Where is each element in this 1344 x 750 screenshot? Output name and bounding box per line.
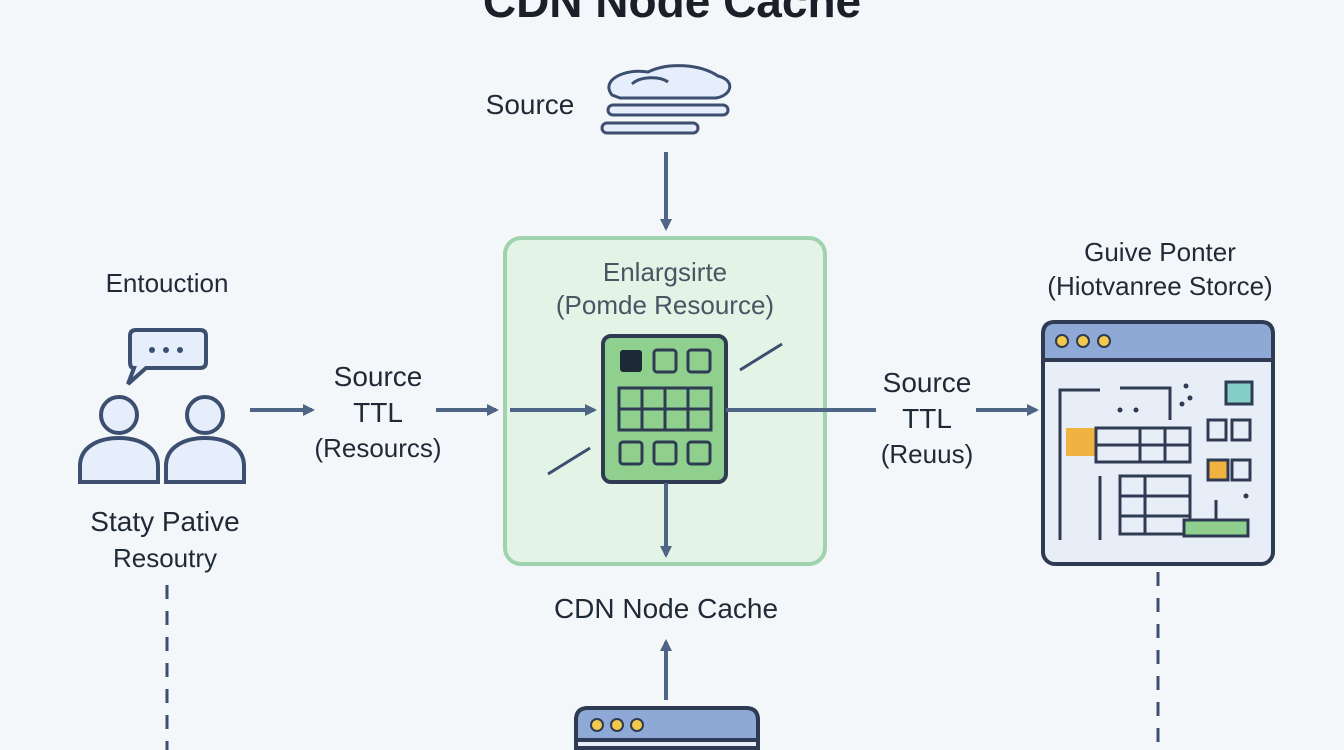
- right-arrow-label-line1: Source: [882, 367, 972, 398]
- left-bottom-line2: Resoutry: [112, 543, 218, 573]
- cdn-node-cache-label: CDN Node Cache: [553, 593, 779, 624]
- cache-grid-icon: [601, 334, 728, 484]
- cache-box-line2: (Pomde Resource): [555, 290, 775, 320]
- users-icon: [78, 395, 246, 484]
- left-arrow-label-line1: Source: [333, 361, 423, 392]
- source-top-label: Source: [485, 89, 575, 120]
- bottom-window-icon: [574, 706, 760, 750]
- right-arrow-label-line3: (Reuus): [880, 439, 974, 469]
- left-arrow-label-line2: TTL: [353, 397, 403, 428]
- cloud-icon: [600, 64, 732, 135]
- right-group-line2: (Hiotvanree Storce): [1047, 271, 1273, 301]
- diagram-title: CDN Node Cache: [482, 0, 862, 27]
- right-group-line1: Guive Ponter: [1084, 237, 1236, 267]
- left-arrow-label-line3: (Resourcs): [314, 433, 442, 463]
- cache-box-line1: Enlargsirte: [602, 257, 728, 287]
- left-top-label: Entouction: [105, 268, 229, 298]
- chat-bubble-icon: [126, 328, 208, 386]
- browser-window-icon: [1041, 320, 1275, 566]
- left-bottom-line1: Staty Pative: [90, 506, 240, 537]
- right-arrow-label-line2: TTL: [902, 403, 952, 434]
